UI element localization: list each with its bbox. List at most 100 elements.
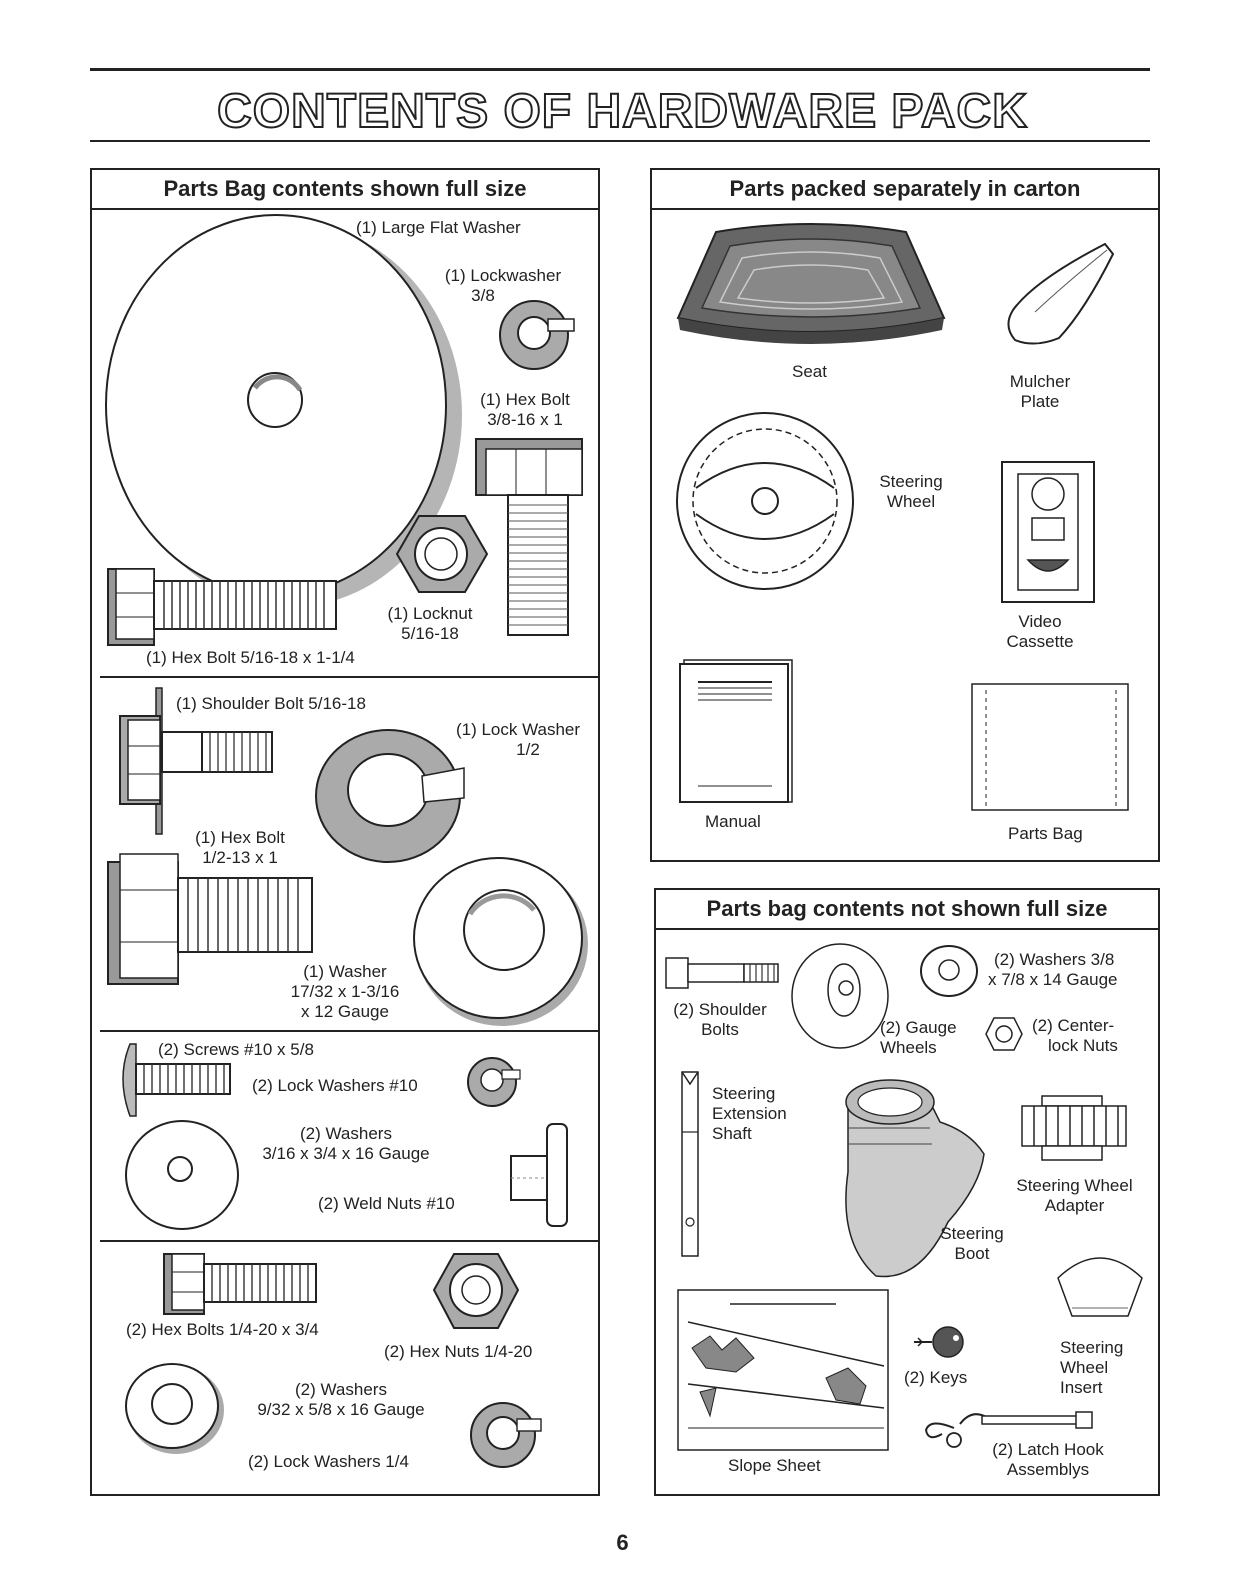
locknut-label-line2: 5/16-18 (401, 624, 459, 643)
hex-bolt-516-label: (1) Hex Bolt 5/16-18 x 1-1/4 (146, 648, 355, 667)
key-icon (914, 1326, 964, 1358)
hex-bolt-12-icon (107, 853, 313, 985)
steering-wheel-adapter-icon (1021, 1095, 1127, 1161)
shoulder-bolt-small-icon (665, 957, 779, 989)
lockwasher-icon (499, 300, 575, 370)
steering-wheel-adapter-label: Steering Wheel Adapter (1002, 1176, 1147, 1216)
video-cassette-label-line1: Video (1018, 612, 1062, 631)
gauge-wheels-label-line1: (2) Gauge (880, 1018, 957, 1037)
latch-hook-label: (2) Latch Hook Assemblys (978, 1440, 1118, 1480)
washers-38-label: (2) Washers 3/8 x 7/8 x 14 Gauge (988, 950, 1117, 990)
screws-10-label: (2) Screws #10 x 5/8 (158, 1040, 314, 1059)
parts-bag-icon (971, 683, 1129, 811)
washer-1732-label-line3: x 12 Gauge (301, 1002, 389, 1021)
washers-316-label-line1: (2) Washers (300, 1124, 392, 1143)
hex-bolt-38-label-line1: (1) Hex Bolt (480, 390, 570, 409)
page-number: 6 (616, 1530, 629, 1555)
washers-932-label-line1: (2) Washers (295, 1380, 387, 1399)
steering-extension-shaft-label: Steering Extension Shaft (712, 1084, 787, 1144)
title-rule-bottom (90, 140, 1150, 142)
center-lock-nuts-label: (2) Center- lock Nuts (1032, 1016, 1118, 1056)
steering-wheel-insert-label: Steering Wheel Insert (1060, 1338, 1123, 1398)
shoulder-bolts-label-line2: Bolts (701, 1020, 739, 1039)
slope-sheet-label: Slope Sheet (728, 1456, 821, 1475)
steering-wheel-adapter-label-line2: Adapter (1044, 1196, 1105, 1215)
latch-hook-icon (924, 1411, 1093, 1448)
manual-icon (679, 659, 793, 803)
gauge-wheel-icon (791, 943, 889, 1049)
panel-separate-heading: Parts packed separately in carton (652, 170, 1158, 210)
locknut-label: (1) Locknut 5/16-18 (375, 604, 485, 644)
seat-icon (676, 223, 946, 344)
steering-wheel-label: Steering Wheel (866, 472, 956, 512)
washers-316-label: (2) Washers 3/16 x 3/4 x 16 Gauge (236, 1124, 456, 1164)
lockwasher-label-line1: (1) Lockwasher (444, 266, 562, 285)
video-cassette-label: Video Cassette (990, 612, 1090, 652)
washers-932-label: (2) Washers 9/32 x 5/8 x 16 Gauge (236, 1380, 446, 1420)
center-lock-nuts-label-line1: (2) Center- (1032, 1016, 1115, 1035)
washers-38-label-line1: (2) Washers 3/8 (994, 950, 1115, 969)
steering-wheel-label-line1: Steering (879, 472, 943, 491)
hex-bolt-516-icon (107, 568, 337, 646)
gauge-wheels-label-line2: Wheels (880, 1038, 937, 1057)
steering-boot-label-line1: Steering (940, 1224, 1004, 1243)
hex-bolt-12-label: (1) Hex Bolt 1/2-13 x 1 (180, 828, 300, 868)
lock-washer-12-icon (315, 729, 465, 863)
seat-label: Seat (792, 362, 827, 381)
lock-washer-14-icon (470, 1402, 542, 1468)
keys-label: (2) Keys (904, 1368, 968, 1387)
steering-extension-shaft-label-line1: Steering (712, 1084, 776, 1103)
locknut-icon (395, 515, 489, 593)
slope-sheet-icon (677, 1289, 889, 1451)
lockwasher-label-line2: 3/8 (471, 286, 495, 305)
weld-nut-icon (510, 1123, 568, 1227)
washers-38-label-line2: x 7/8 x 14 Gauge (988, 970, 1118, 989)
mulcher-plate-label: Mulcher Plate (990, 372, 1090, 412)
shoulder-bolt-icon (119, 687, 273, 835)
washer-316-icon (125, 1120, 239, 1230)
section-divider-1 (100, 676, 598, 678)
washers-316-label-line2: 3/16 x 3/4 x 16 Gauge (262, 1144, 430, 1163)
large-flat-washer-label: (1) Large Flat Washer (356, 218, 521, 237)
steering-wheel-insert-label-line1: Steering (1060, 1338, 1124, 1357)
washers-932-label-line2: 9/32 x 5/8 x 16 Gauge (257, 1400, 425, 1419)
steering-extension-shaft-icon (681, 1071, 699, 1257)
title-rule-top (90, 68, 1150, 71)
steering-extension-shaft-label-line3: Shaft (712, 1124, 752, 1143)
lock-washer-12-label: (1) Lock Washer 1/2 (438, 720, 598, 760)
panel-full-size-heading: Parts Bag contents shown full size (92, 170, 598, 210)
steering-wheel-adapter-label-line1: Steering Wheel (1016, 1176, 1133, 1195)
steering-boot-icon (845, 1079, 985, 1278)
lock-washers-10-label: (2) Lock Washers #10 (252, 1076, 418, 1095)
washer-1732-label-line1: (1) Washer (303, 962, 387, 981)
center-lock-nuts-label-line2: lock Nuts (1048, 1036, 1118, 1055)
washer-38-icon (920, 945, 978, 997)
hex-bolt-12-label-line2: 1/2-13 x 1 (202, 848, 278, 867)
hex-bolt-38-label-line2: 3/8-16 x 1 (487, 410, 563, 429)
shoulder-bolts-label-line1: (2) Shoulder (673, 1000, 767, 1019)
panel-not-full-size-heading: Parts bag contents not shown full size (656, 890, 1158, 930)
lock-washer-12-label-line2: 1/2 (516, 740, 540, 759)
washer-1732-label-line2: 17/32 x 1-3/16 (290, 982, 400, 1001)
video-cassette-label-line2: Cassette (1006, 632, 1074, 651)
steering-wheel-insert-label-line3: Insert (1060, 1378, 1103, 1397)
hex-nut-14-icon (432, 1253, 520, 1329)
washer-1732-label: (1) Washer 17/32 x 1-3/16 x 12 Gauge (270, 962, 420, 1022)
hex-nuts-14-label: (2) Hex Nuts 1/4-20 (384, 1342, 533, 1361)
steering-boot-label: Steering Boot (930, 1224, 1014, 1264)
page-title: CONTENTS OF HARDWARE PACK (216, 84, 1028, 139)
mulcher-plate-icon (1007, 242, 1115, 345)
section-divider-3 (100, 1240, 598, 1242)
washer-932-icon (125, 1363, 224, 1454)
latch-hook-label-line1: (2) Latch Hook (992, 1440, 1104, 1459)
washer-1732-icon (413, 857, 588, 1026)
hex-bolts-14-label: (2) Hex Bolts 1/4-20 x 3/4 (126, 1320, 319, 1339)
lockwasher-label: (1) Lockwasher 3/8 (428, 266, 578, 306)
center-lock-nut-icon (985, 1017, 1023, 1051)
hex-bolt-38-label: (1) Hex Bolt 3/8-16 x 1 (460, 390, 590, 430)
latch-hook-label-line2: Assemblys (1006, 1460, 1090, 1479)
large-flat-washer-icon (105, 214, 462, 607)
parts-bag-label: Parts Bag (1008, 824, 1083, 843)
section-divider-2 (100, 1030, 598, 1032)
lock-washers-14-label: (2) Lock Washers 1/4 (248, 1452, 409, 1471)
